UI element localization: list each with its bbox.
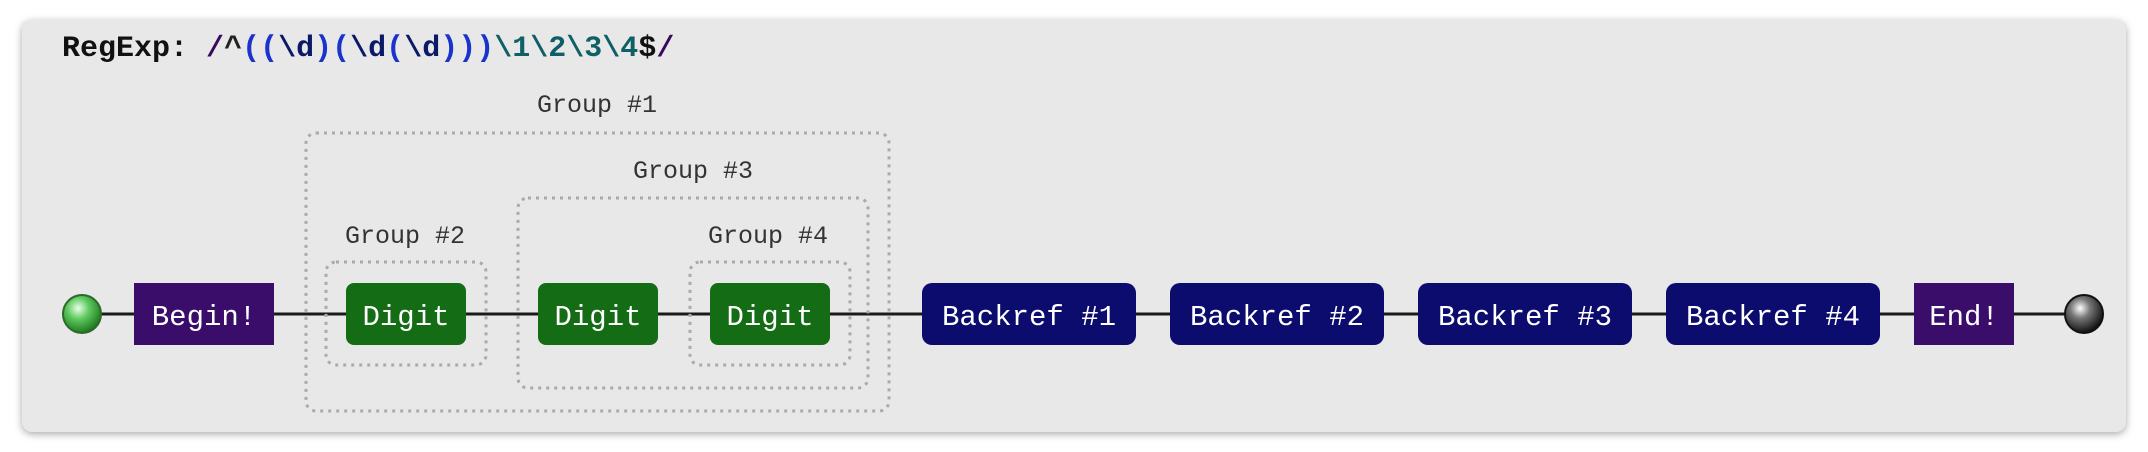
regexp-expression: /^((\d)(\d(\d)))\1\2\3\4$/	[206, 32, 674, 66]
regexp-token: )	[476, 32, 495, 66]
backref-node-label: Backref #3	[1438, 301, 1612, 334]
regexp-token: $	[638, 32, 657, 66]
regexp-token: )	[458, 32, 477, 66]
regexp-token: \d	[350, 32, 387, 66]
group-1-box	[304, 131, 891, 413]
regexp-header: RegExp: /^((\d)(\d(\d)))\1\2\3\4$/	[62, 32, 674, 66]
group-1-label: Group #1	[537, 91, 657, 120]
end-anchor-label: End!	[1929, 301, 1999, 334]
digit-node-2	[538, 283, 658, 345]
group-3-label: Group #3	[633, 157, 753, 186]
backref-node-2	[1170, 283, 1384, 345]
digit-node-1	[346, 283, 466, 345]
begin-anchor-node	[134, 283, 274, 345]
regexp-label: RegExp:	[62, 32, 189, 66]
digit-node-label: Digit	[554, 301, 641, 334]
start-terminal-icon	[62, 294, 102, 334]
regexp-token: ^	[224, 32, 243, 66]
end-terminal-icon	[2064, 294, 2104, 334]
diagram-panel	[22, 20, 2126, 432]
backref-node-4	[1666, 283, 1880, 345]
regexp-token: \2	[530, 32, 567, 66]
regexp-token: (	[332, 32, 351, 66]
regexp-token: /	[656, 32, 675, 66]
regexp-token: \d	[404, 32, 441, 66]
group-4-label: Group #4	[708, 222, 828, 251]
digit-node-label: Digit	[362, 301, 449, 334]
backref-node-label: Backref #4	[1686, 301, 1860, 334]
regexp-token: )	[440, 32, 459, 66]
regexp-token: \1	[494, 32, 531, 66]
regexp-token: \d	[278, 32, 315, 66]
regexp-token: (	[260, 32, 279, 66]
regexp-token: (	[386, 32, 405, 66]
digit-node-label: Digit	[726, 301, 813, 334]
backref-node-label: Backref #2	[1190, 301, 1364, 334]
group-3-box	[516, 196, 870, 390]
begin-anchor-label: Begin!	[152, 301, 256, 334]
group-2-label: Group #2	[345, 222, 465, 251]
regexp-token: )	[314, 32, 333, 66]
backref-node-3	[1418, 283, 1632, 345]
regexp-token: (	[242, 32, 261, 66]
regexp-token: \4	[602, 32, 639, 66]
digit-node-3	[710, 283, 830, 345]
backref-node-label: Backref #1	[942, 301, 1116, 334]
end-anchor-node	[1914, 283, 2014, 345]
regexp-token: /	[206, 32, 225, 66]
regexp-token: \3	[566, 32, 603, 66]
backref-node-1	[922, 283, 1136, 345]
